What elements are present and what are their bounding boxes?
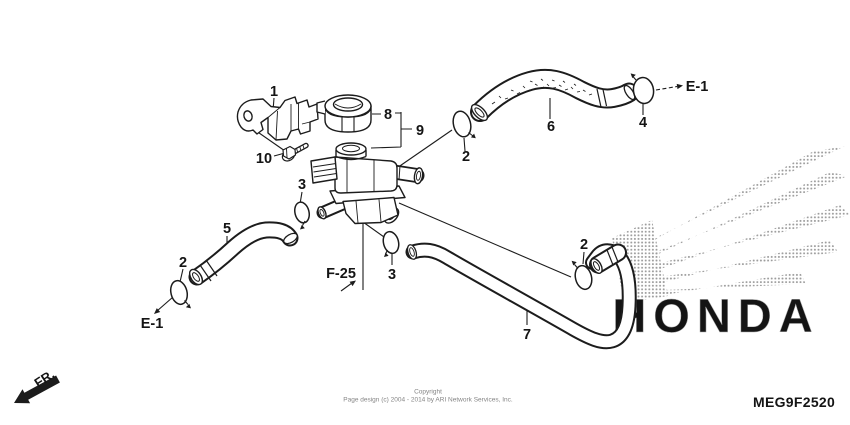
callout-labels: 1 10 8 9 2 6 4 2 5 3 3 2 7 — [179, 84, 647, 343]
e1-top-arrowhead — [676, 83, 683, 90]
callout-3-valve: 3 — [298, 177, 306, 193]
ref-e1-left: E-1 — [141, 316, 164, 332]
ref-e1-top: E-1 — [686, 79, 709, 95]
callout-5: 5 — [223, 221, 231, 237]
callout-9: 9 — [416, 123, 424, 139]
copyright-line2: Page design (c) 2004 - 2014 by ARI Netwo… — [343, 397, 513, 404]
callout-6: 6 — [547, 119, 555, 135]
callout-10: 10 — [256, 151, 272, 167]
clamp-2-hose6 — [452, 110, 476, 139]
footer: Copyright Page design (c) 2004 - 2014 by… — [343, 389, 835, 411]
collar-part8 — [316, 94, 372, 133]
copyright-line1: Copyright — [414, 389, 442, 396]
f25-arrowhead — [349, 280, 356, 287]
clamps — [169, 73, 655, 309]
hose-5 — [188, 221, 299, 286]
page-code: MEG9F2520 — [753, 394, 835, 410]
clamp-3-hose7-end — [382, 230, 400, 257]
callout-4: 4 — [639, 115, 647, 131]
callout-8: 8 — [384, 107, 392, 123]
front-direction-arrow: FR. — [14, 367, 60, 404]
callout-2-hose5: 2 — [179, 255, 187, 271]
honda-wing-watermark: HONDA — [612, 146, 850, 342]
hose-6 — [470, 68, 639, 122]
callout-2-hose7: 2 — [580, 237, 588, 253]
hose-6-texture — [491, 78, 593, 105]
e1-left-arrow-line — [156, 296, 174, 312]
ref-f25: F-25 — [326, 266, 356, 282]
e1-left-arrowhead — [154, 308, 161, 314]
hose-7 — [405, 242, 637, 350]
bolt-part10 — [281, 142, 309, 162]
air-injection-valve — [310, 142, 425, 225]
leader-valve-to-hose7-clamp — [398, 202, 572, 278]
leader-valve-to-hose6-clamp — [393, 129, 453, 171]
clamp-2-hose7 — [571, 260, 593, 291]
fr-arrow-icon — [14, 375, 60, 404]
callout-1: 1 — [270, 84, 278, 100]
bracket-f25 — [362, 221, 385, 290]
e1-top-arrow-line — [655, 85, 678, 91]
f25-arrow-line — [340, 282, 353, 292]
clamp-2-hose5 — [169, 279, 191, 309]
callout-7: 7 — [523, 327, 531, 343]
watermark-honda-text: HONDA — [612, 289, 819, 342]
callout-3-hose7: 3 — [388, 267, 396, 283]
clamp-3-valve-pipe — [293, 201, 311, 230]
reference-labels: E-1 E-1 F-25 — [141, 79, 709, 332]
callout-2-hose6: 2 — [462, 149, 470, 165]
stay-bracket-part1 — [236, 96, 319, 141]
clamp-4-hose6-end — [630, 73, 655, 105]
leader-lines — [154, 83, 683, 325]
bracket-8-9 — [370, 112, 412, 149]
